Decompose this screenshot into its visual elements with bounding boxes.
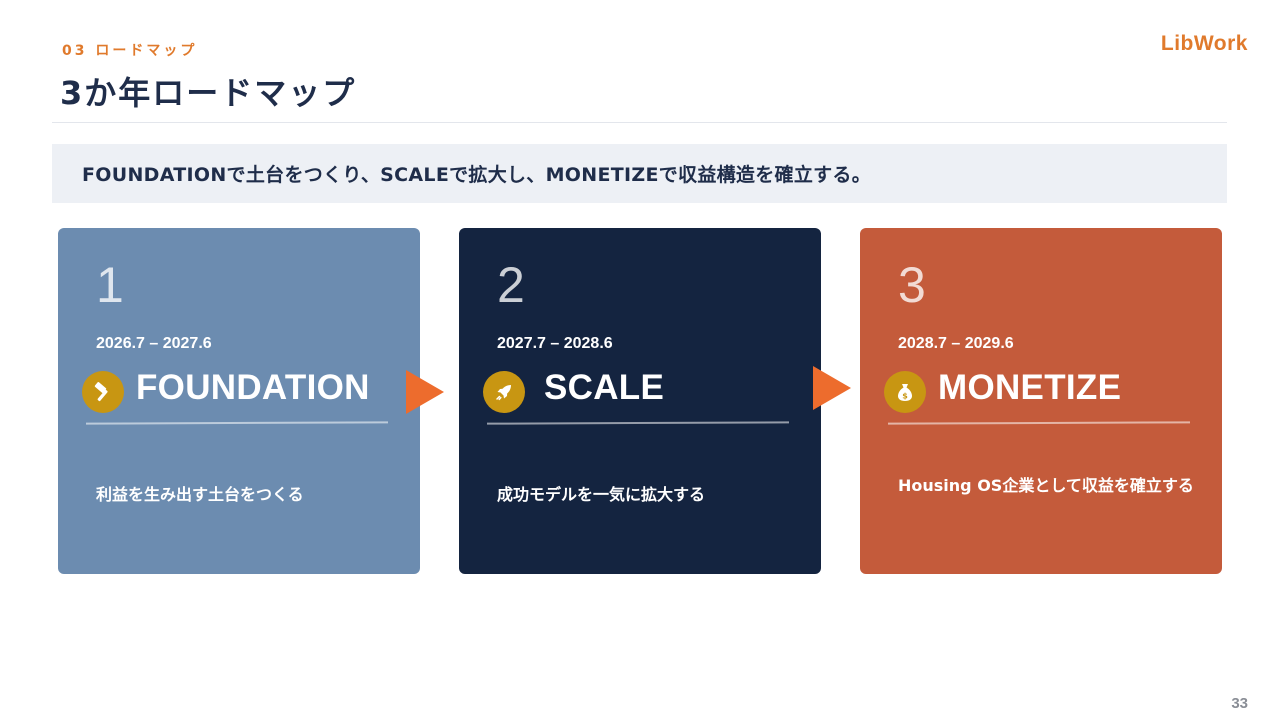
- phase-name: MONETIZE: [938, 368, 1122, 407]
- phase-description: Housing OS企業として収益を確立する: [898, 476, 1194, 495]
- page-title: 3か年ロードマップ: [60, 74, 357, 112]
- phase-description: 成功モデルを一気に拡大する: [497, 485, 706, 504]
- phase-card-monetize: 3 2028.7 – 2029.6 $ MONETIZE Housing OS企…: [860, 228, 1222, 574]
- phase-period: 2027.7 – 2028.6: [497, 335, 613, 352]
- phase-name: SCALE: [544, 368, 665, 407]
- phase-card-scale: 2 2027.7 – 2028.6 SCALE 成功モデルを一気に拡大する: [459, 228, 821, 574]
- phase-description: 利益を生み出す土台をつくる: [96, 485, 304, 504]
- arrow-right-icon: [406, 370, 444, 414]
- summary-band: FOUNDATIONで土台をつくり、SCALEで拡大し、MONETIZEで収益構…: [52, 144, 1227, 203]
- phase-number: 2: [497, 257, 525, 313]
- phase-number: 3: [898, 257, 926, 313]
- phase-divider: [486, 421, 790, 425]
- rocket-icon: [483, 371, 525, 413]
- title-divider: [52, 122, 1227, 123]
- hammer-icon: [82, 371, 124, 413]
- phase-divider: [887, 421, 1191, 425]
- phase-name: FOUNDATION: [136, 368, 370, 407]
- section-label: 03 ロードマップ: [62, 43, 198, 59]
- phase-period: 2028.7 – 2029.6: [898, 335, 1014, 352]
- page-number: 33: [1231, 695, 1248, 712]
- phase-divider: [85, 421, 389, 425]
- phase-number: 1: [96, 257, 124, 313]
- money-bag-icon: $: [884, 371, 926, 413]
- company-logo: LibWork: [1160, 32, 1248, 55]
- phase-period: 2026.7 – 2027.6: [96, 335, 212, 352]
- arrow-right-icon: [813, 366, 851, 410]
- svg-text:$: $: [902, 392, 908, 401]
- phase-card-foundation: 1 2026.7 – 2027.6 FOUNDATION 利益を生み出す土台をつ…: [58, 228, 420, 574]
- summary-text: FOUNDATIONで土台をつくり、SCALEで拡大し、MONETIZEで収益構…: [82, 164, 872, 186]
